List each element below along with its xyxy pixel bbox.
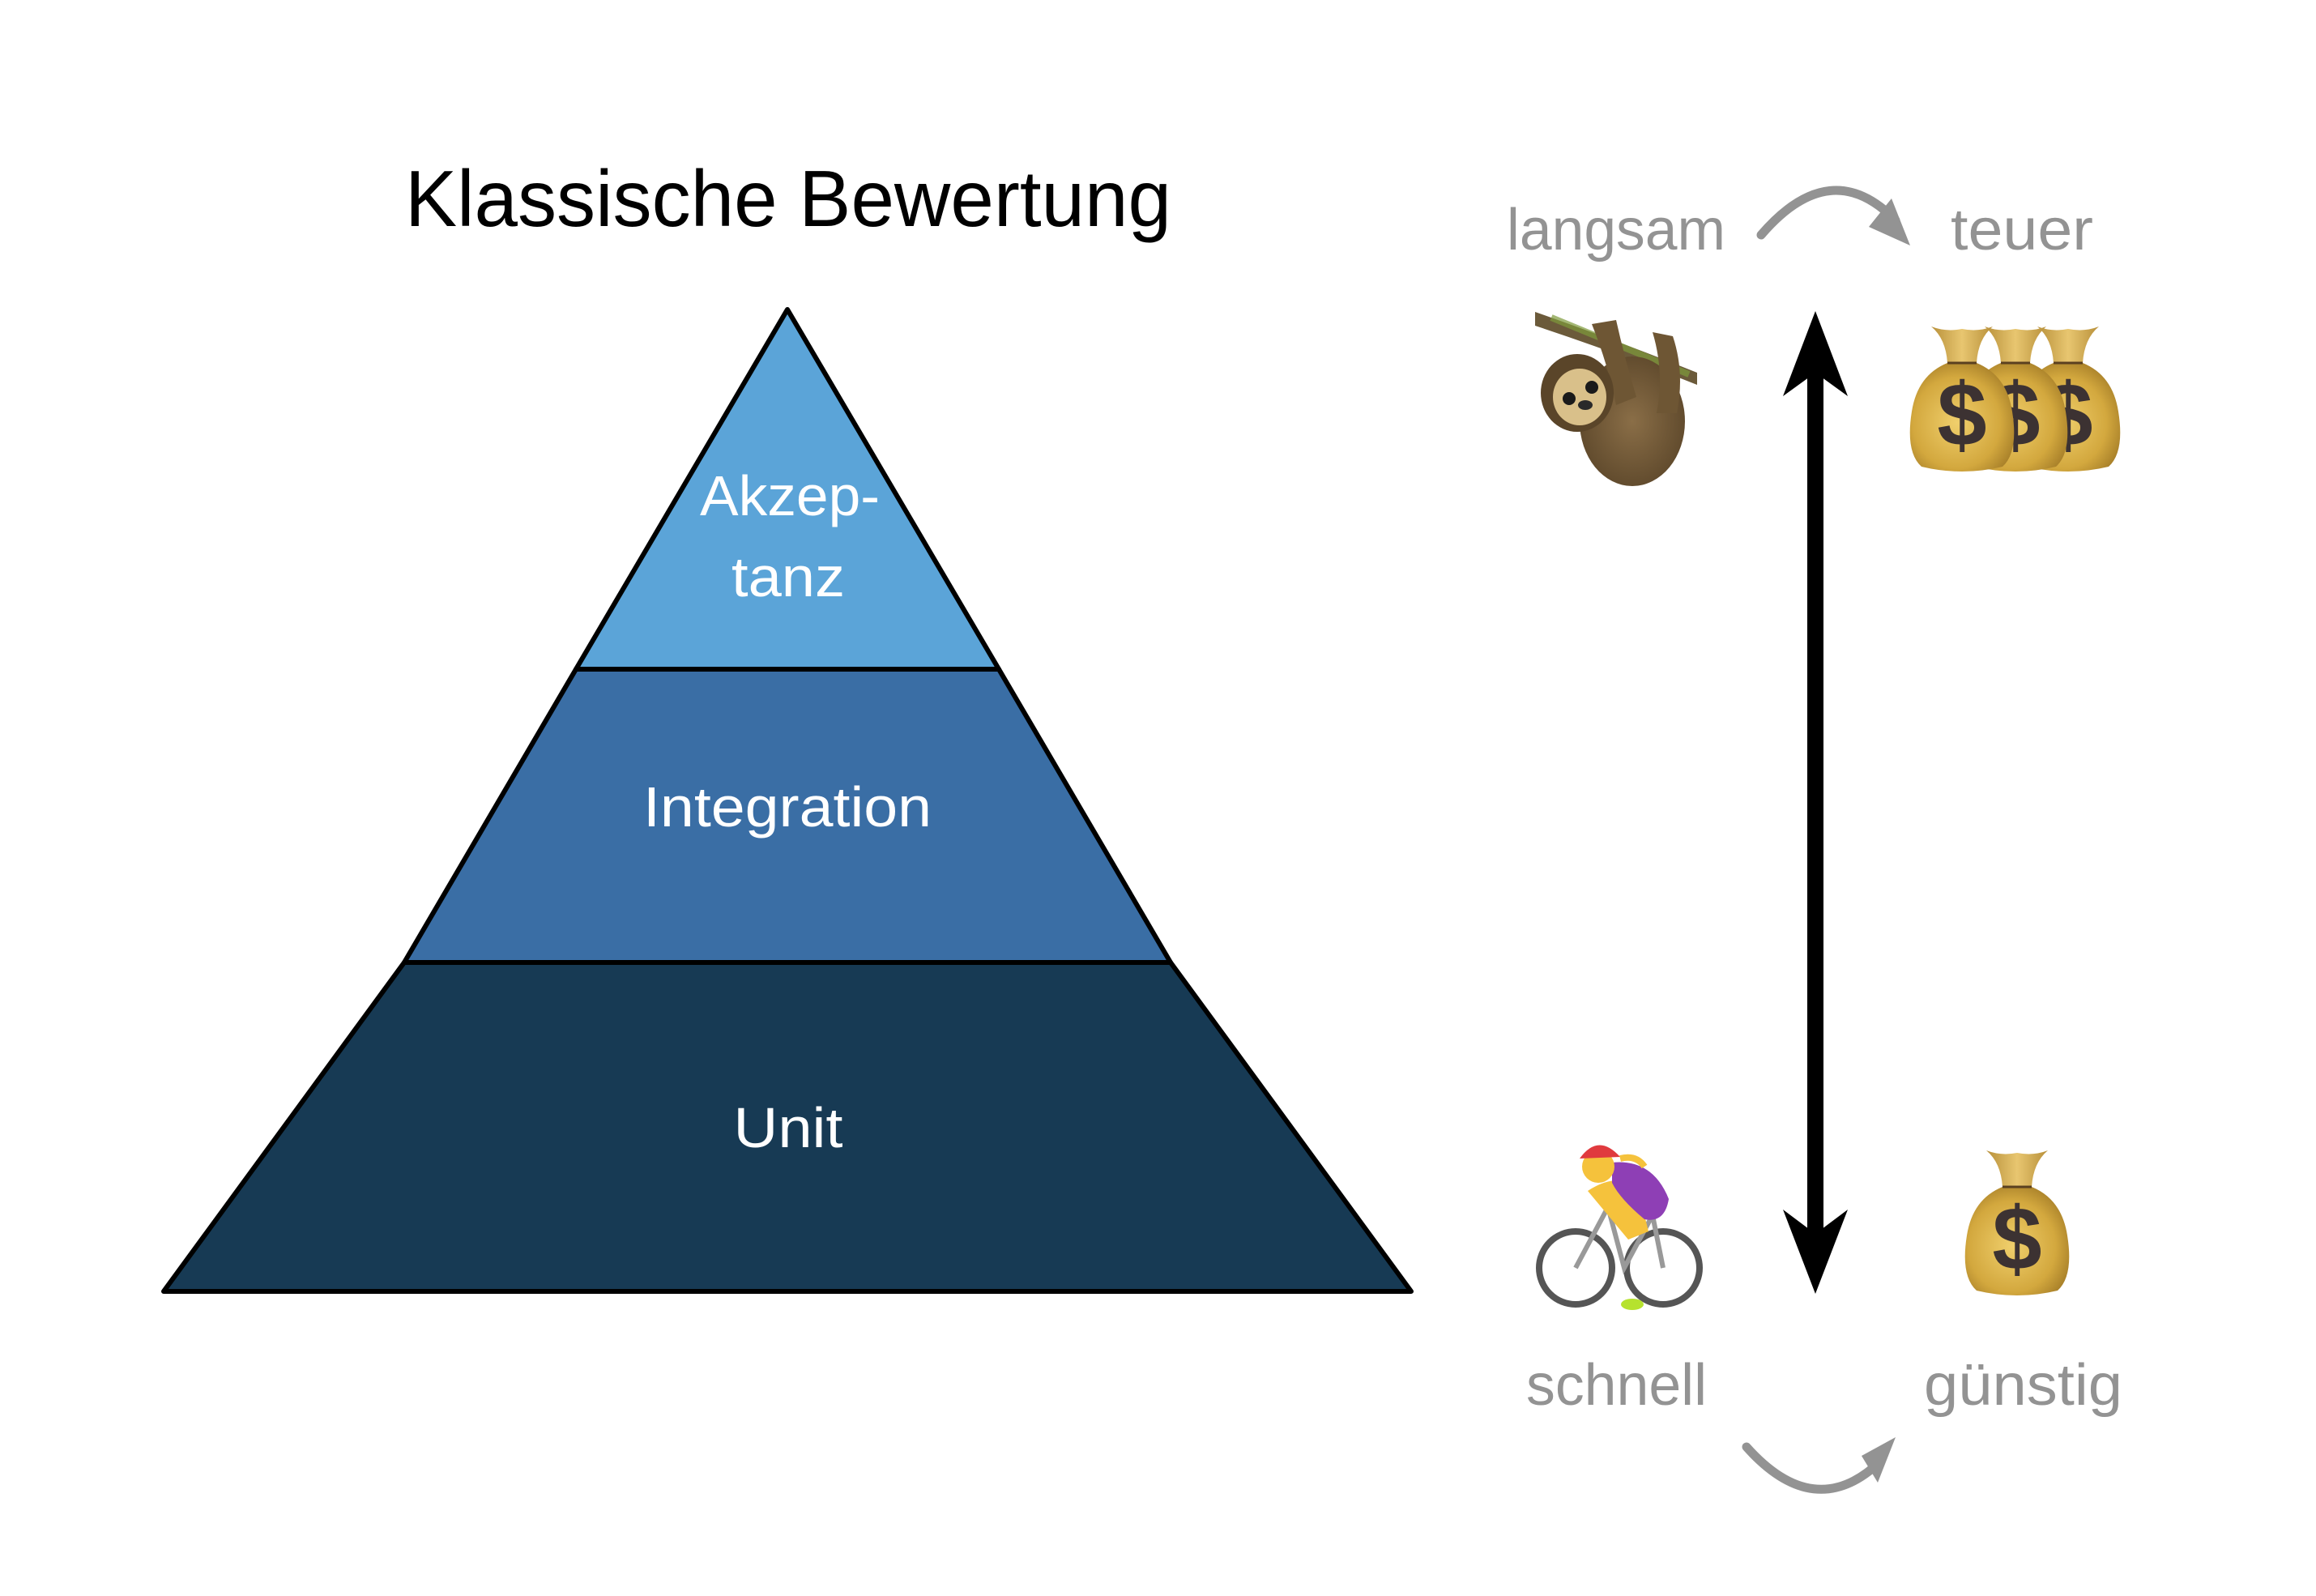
label-langsam: langsam bbox=[1507, 198, 1725, 262]
label-guenstig: günstig bbox=[1924, 1353, 2122, 1418]
three-money-bags-icon bbox=[1909, 325, 2122, 473]
diagram-title: Klassische Bewertung bbox=[405, 154, 1171, 243]
layer-label-akzeptanz-line2: tanz bbox=[731, 545, 845, 608]
layer-label-akzeptanz-line1: Akzep- bbox=[700, 464, 880, 527]
layer-label-unit: Unit bbox=[734, 1096, 843, 1159]
woman-cyclist-icon bbox=[1536, 1145, 1703, 1310]
sloth-icon bbox=[1535, 312, 1697, 486]
layer-label-integration: Integration bbox=[643, 775, 932, 839]
test-pyramid: Akzep- tanz Integration Unit bbox=[161, 307, 1414, 1294]
double-headed-vertical-arrow-icon bbox=[1783, 311, 1848, 1294]
label-schnell: schnell bbox=[1526, 1353, 1707, 1418]
curved-arrow-bottom-icon bbox=[1742, 1437, 1896, 1494]
curved-arrow-top-icon bbox=[1756, 186, 1910, 245]
label-teuer: teuer bbox=[1951, 198, 2093, 262]
money-bag-icon bbox=[1964, 1149, 2071, 1297]
pyramid-layer-unit bbox=[161, 960, 1414, 1294]
